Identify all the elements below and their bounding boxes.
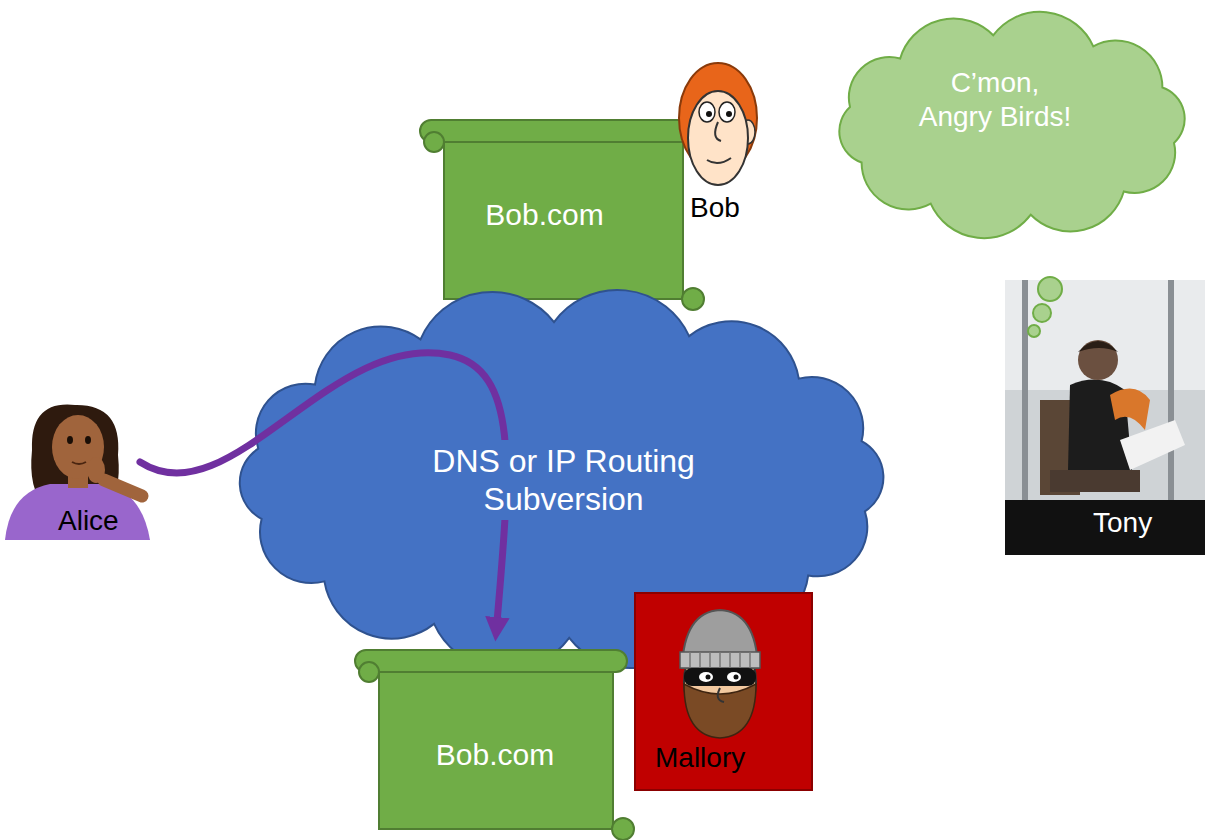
scroll-part [379, 661, 613, 829]
redirect-arrow [140, 353, 506, 622]
scroll-part [424, 132, 444, 152]
tony-photo [1005, 280, 1205, 555]
scroll-part [612, 818, 634, 840]
person-label: Tony [1093, 507, 1152, 539]
node-text: C’mon, Angry Birds! [913, 66, 1078, 133]
node-text: Bob.com [436, 737, 554, 773]
cloud-outline [240, 290, 884, 670]
scroll-node: Bob.com [355, 650, 635, 840]
bob-cartoon [679, 63, 757, 185]
cloud-node: C’mon, Angry Birds! [812, 0, 1206, 250]
scroll-part [444, 131, 683, 299]
person-label: Mallory [655, 742, 745, 774]
cloud-node: DNS or IP Routing Subversion [210, 280, 913, 680]
scroll-part [359, 662, 379, 682]
node-text: Bob.com [485, 197, 603, 233]
alice-figure [5, 405, 150, 540]
person-label: Bob [690, 192, 740, 224]
scroll-part [355, 650, 627, 672]
mallory-picture [635, 593, 812, 790]
thought-bubbles [1028, 277, 1062, 337]
scroll-part [420, 120, 697, 142]
node-text: DNS or IP Routing Subversion [376, 440, 752, 521]
cloud-outline [839, 12, 1184, 238]
scroll-node: Bob.com [420, 120, 705, 310]
person-label: Alice [58, 505, 119, 537]
scroll-part [682, 288, 704, 310]
